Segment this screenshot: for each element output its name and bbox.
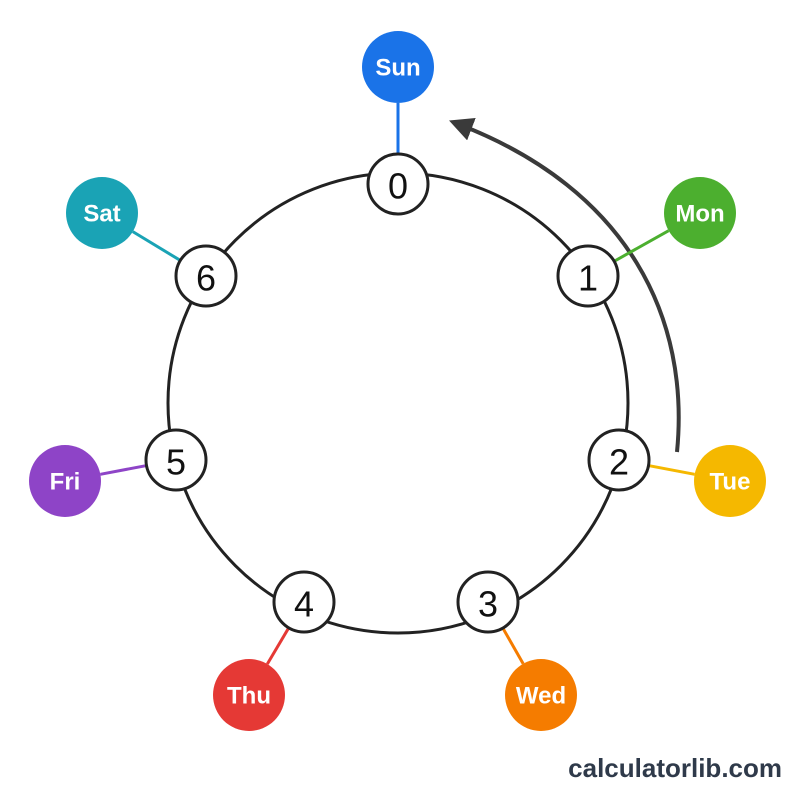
- day-bubble-wed: [505, 659, 577, 731]
- number-label-2: 2: [609, 442, 629, 483]
- day-label-fri: Fri: [50, 469, 81, 496]
- connector-mon: [613, 229, 670, 263]
- number-nodes: 0 1 2 3 4 5 6: [144, 152, 651, 634]
- number-node-4: [272, 570, 336, 634]
- day-bubble-mon: [664, 177, 736, 249]
- direction-arrow: [449, 117, 681, 453]
- number-node-6: [174, 244, 238, 308]
- day-label-wed: Wed: [516, 683, 566, 710]
- number-node-1: [556, 244, 620, 308]
- day-label-thu: Thu: [227, 683, 271, 710]
- connector-lines: [100, 103, 695, 665]
- cycle-ring: [166, 171, 630, 635]
- connector-sat: [132, 230, 182, 262]
- connector-tue: [648, 464, 695, 476]
- day-bubble-sat: [66, 177, 138, 249]
- connector-thu: [266, 627, 291, 665]
- day-bubble-sun: [362, 31, 434, 103]
- number-label-1: 1: [578, 258, 598, 299]
- day-bubble-tue: [694, 445, 766, 517]
- day-label-sun: Sun: [375, 55, 420, 82]
- day-label-tue: Tue: [710, 469, 751, 496]
- number-label-5: 5: [166, 442, 186, 483]
- connector-fri: [100, 464, 147, 476]
- day-bubble-fri: [29, 445, 101, 517]
- day-label-sat: Sat: [83, 201, 120, 228]
- number-label-3: 3: [478, 584, 498, 625]
- day-label-mon: Mon: [675, 201, 724, 228]
- watermark-text: calculatorlib.com: [568, 753, 782, 783]
- number-label-6: 6: [196, 258, 216, 299]
- number-label-4: 4: [294, 584, 314, 625]
- number-node-0: [366, 152, 430, 216]
- number-node-5: [144, 428, 208, 492]
- day-bubble-thu: [213, 659, 285, 731]
- number-node-2: [587, 428, 651, 492]
- number-label-0: 0: [388, 166, 408, 207]
- number-node-3: [456, 570, 520, 634]
- connector-wed: [501, 627, 525, 665]
